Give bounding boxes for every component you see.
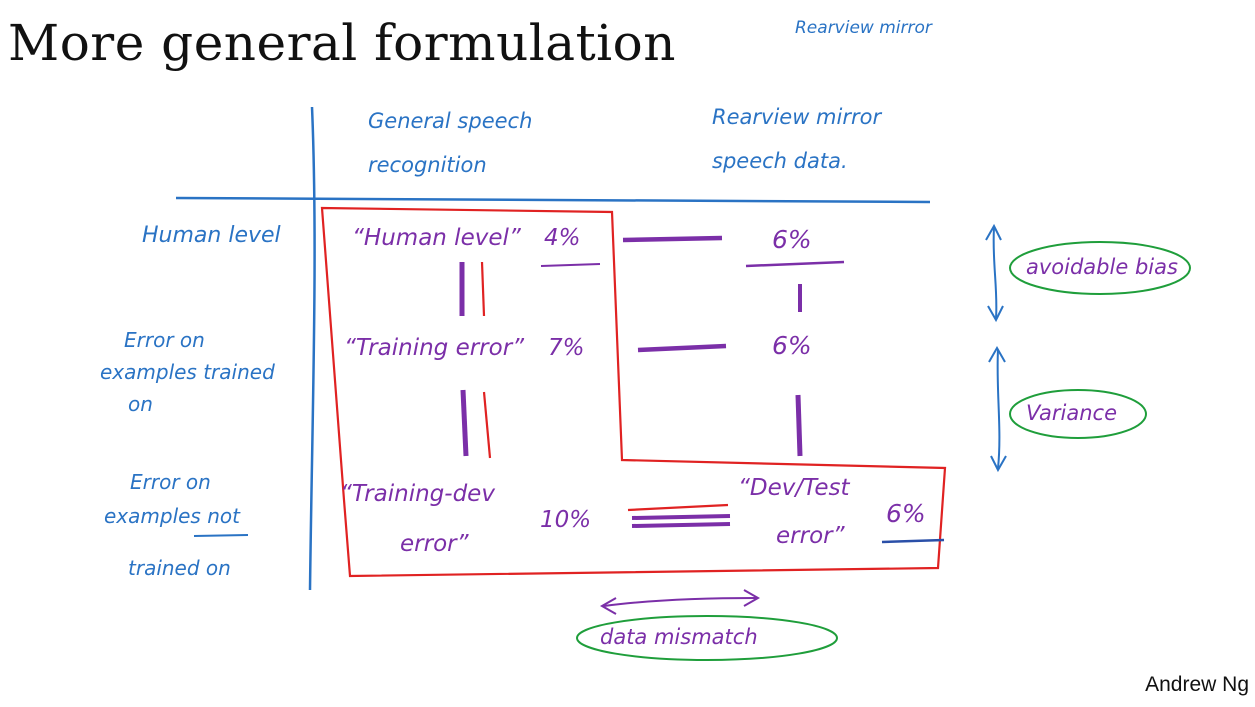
red-bar-1	[480, 261, 486, 317]
cell-training-general: 7%	[548, 335, 585, 361]
dash-traindev-b	[631, 522, 731, 528]
annotation-variance: Variance	[1026, 401, 1118, 425]
purple-bar-4	[795, 394, 803, 457]
row-label-not-trained-3: trained on	[128, 556, 231, 580]
red-bar-2	[482, 391, 492, 459]
col-general-line1: General speech	[368, 109, 533, 133]
cell-devtest-rearview: 6%	[886, 499, 926, 528]
cell-traindev-label-1: “Training-dev	[340, 481, 495, 507]
dash-traindev-red	[627, 503, 729, 512]
underline-6pct-devtest	[881, 538, 945, 544]
corner-note: Rearview mirror	[795, 18, 932, 38]
cell-human-general: 4%	[544, 225, 581, 251]
cell-human-rearview: 6%	[772, 225, 812, 254]
cell-devtest-label-1: “Dev/Test	[738, 475, 850, 501]
avoidable-bias-arrow	[985, 223, 1004, 323]
cell-traindev-label-2: error”	[400, 531, 469, 557]
dash-human	[622, 235, 723, 243]
underline-4pct	[540, 263, 601, 267]
cell-devtest-label-2: error”	[776, 523, 845, 549]
underline-6pct-human	[745, 260, 845, 268]
dash-training	[637, 343, 727, 353]
data-mismatch-ellipse	[576, 615, 838, 661]
underline-not	[193, 534, 249, 537]
row-label-trained-3: on	[128, 392, 153, 416]
row-label-human: Human level	[142, 223, 281, 248]
cell-traindev-general: 10%	[540, 507, 592, 533]
variance-arrow	[988, 345, 1007, 473]
data-mismatch-arrow	[599, 589, 761, 615]
row-label-not-trained-1: Error on	[130, 470, 211, 494]
cell-training-label: “Training error”	[344, 335, 525, 361]
cell-training-rearview: 6%	[772, 331, 812, 360]
row-label-trained-1: Error on	[124, 328, 205, 352]
table-horizontal-line	[175, 196, 931, 204]
table-vertical-line	[308, 106, 316, 591]
dash-traindev-a	[631, 514, 731, 520]
red-region-outline	[320, 206, 947, 578]
cell-human-label: “Human level”	[352, 225, 521, 251]
col-rearview-line1: Rearview mirror	[712, 105, 882, 129]
row-label-not-trained-2: examples not	[104, 504, 240, 528]
row-label-trained-2: examples trained	[100, 360, 275, 384]
purple-bar-2	[460, 389, 469, 457]
author-name: Andrew Ng	[1145, 673, 1249, 696]
avoidable-bias-ellipse	[1009, 241, 1191, 295]
col-general-line2: recognition	[368, 153, 487, 177]
annotation-data-mismatch: data mismatch	[600, 625, 758, 649]
variance-ellipse	[1009, 389, 1147, 439]
annotation-avoidable-bias: avoidable bias	[1026, 255, 1178, 279]
slide-title: More general formulation	[8, 14, 676, 72]
col-rearview-line2: speech data.	[712, 149, 848, 173]
